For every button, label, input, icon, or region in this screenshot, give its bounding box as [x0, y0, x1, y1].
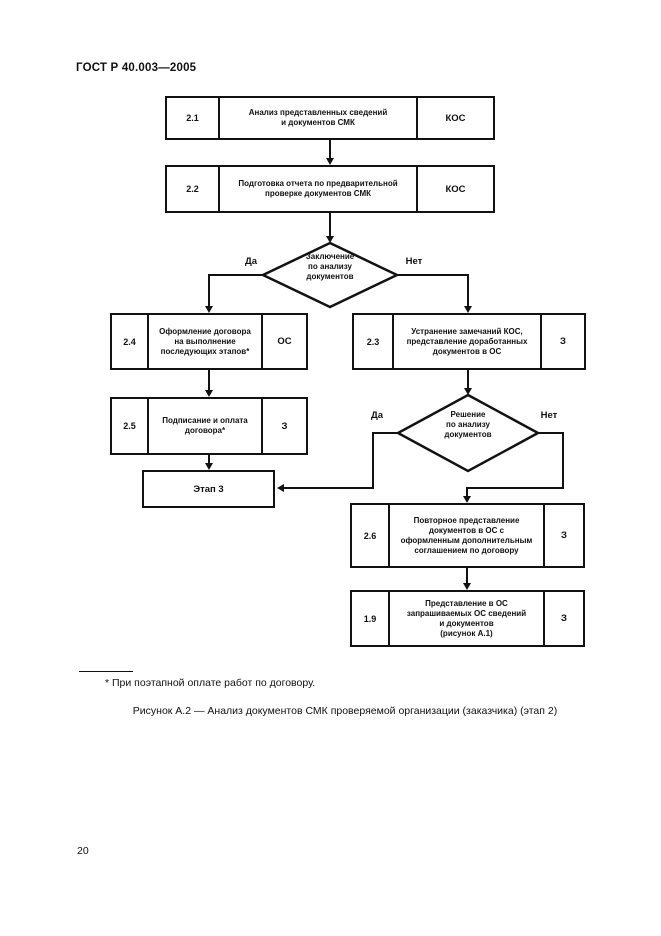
arrowhead [326, 158, 334, 165]
footnote-text: * При поэтапной оплате работ по договору… [105, 677, 316, 689]
branch-yes-1-line [208, 274, 263, 309]
arrowhead [205, 463, 213, 470]
flow-box-2-6: 2.6 Повторное представление документов в… [350, 503, 585, 568]
box-actor: З [543, 505, 583, 566]
arrowhead [277, 484, 284, 492]
flow-box-1-9: 1.9 Представление в ОС запрашиваемых ОС … [350, 590, 585, 647]
box-number: 2.5 [112, 399, 149, 453]
standard-header: ГОСТ Р 40.003—2005 [76, 62, 197, 74]
box-actor: З [540, 315, 584, 368]
decision-1-yes-label: Да [244, 256, 258, 267]
box-actor: КОС [416, 167, 493, 211]
box-text: Подготовка отчета по предварительной про… [238, 179, 398, 198]
box-actor: З [543, 592, 583, 645]
box-number: 2.2 [167, 167, 220, 211]
decision-2-no-label: Нет [540, 410, 558, 421]
arrowhead [464, 306, 472, 313]
flow-box-2-1: 2.1 Анализ представленных сведений и док… [165, 96, 495, 140]
box-number: 1.9 [352, 592, 390, 645]
box-text: Устранение замечаний КОС, представление … [406, 326, 528, 356]
figure-caption: Рисунок А.2 — Анализ документов СМК пров… [132, 705, 558, 717]
box-number: 2.3 [354, 315, 394, 368]
arrowhead [463, 496, 471, 503]
decision-2-yes-label: Да [370, 410, 384, 421]
arrowhead [326, 236, 334, 243]
branch-yes-2-line [281, 432, 398, 489]
box-text: Подписание и оплата договора* [162, 416, 248, 435]
box-text: Анализ представленных сведений и докумен… [248, 108, 388, 127]
box-text: Представление в ОС запрашиваемых ОС свед… [406, 598, 527, 638]
arrowhead [205, 390, 213, 397]
box-number: 2.1 [167, 98, 220, 138]
decision-1-diamond [260, 241, 400, 309]
page-number: 20 [77, 845, 89, 857]
decision-2-diamond [395, 393, 541, 473]
branch-no-1-line [397, 274, 469, 309]
flow-box-2-5: 2.5 Подписание и оплата договора* З [110, 397, 308, 455]
box-text: Повторное представление документов в ОС … [400, 515, 533, 555]
stage-3-box: Этап 3 [142, 470, 275, 508]
arrowhead [464, 388, 472, 395]
box-actor: ОС [261, 315, 306, 368]
branch-no-2-line [466, 432, 564, 499]
flow-box-2-2: 2.2 Подготовка отчета по предварительной… [165, 165, 495, 213]
box-number: 2.6 [352, 505, 390, 566]
box-text: Оформление договора на выполнение послед… [159, 326, 251, 356]
box-number: 2.4 [112, 315, 149, 368]
flow-box-2-4: 2.4 Оформление договора на выполнение по… [110, 313, 308, 370]
arrowhead [205, 306, 213, 313]
box-actor: З [261, 399, 306, 453]
flow-box-2-3: 2.3 Устранение замечаний КОС, представле… [352, 313, 586, 370]
decision-2-text: Решение по анализу документов [444, 410, 492, 439]
decision-1-no-label: Нет [405, 256, 423, 267]
footnote-rule [79, 671, 133, 672]
arrowhead [463, 583, 471, 590]
box-actor: КОС [416, 98, 493, 138]
decision-1-text: Заключение по анализу документов [305, 252, 355, 281]
